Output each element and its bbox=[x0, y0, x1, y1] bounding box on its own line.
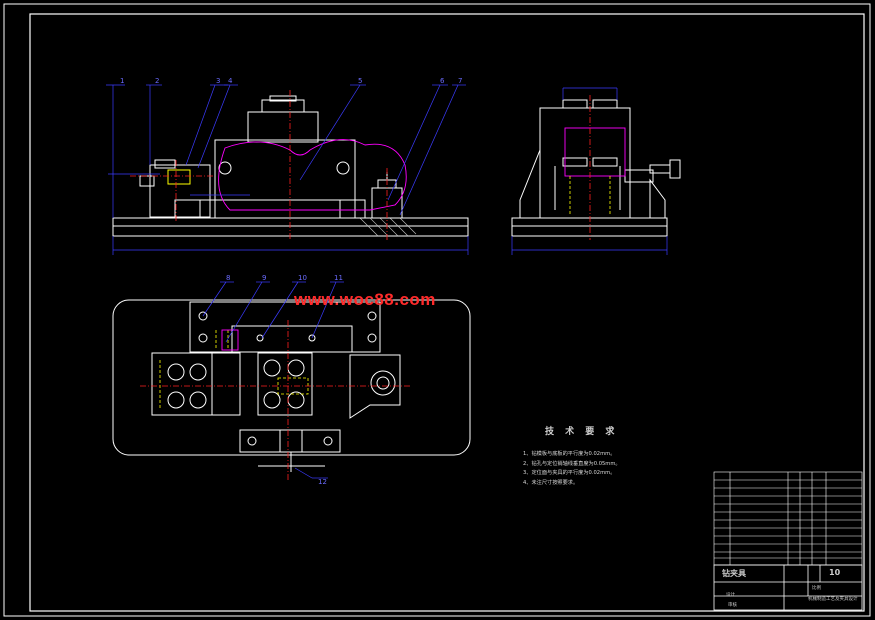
side-section bbox=[564, 127, 626, 177]
svg-text:8: 8 bbox=[226, 274, 230, 282]
front-balloons: 1 2 3 4 5 6 7 bbox=[120, 77, 462, 85]
designer-label: 设计 bbox=[726, 593, 735, 598]
scale-label: 比例 bbox=[812, 586, 821, 591]
svg-text:12: 12 bbox=[318, 478, 327, 486]
tech-requirement-item: 1、钻模板与底板的平行度为0.02mm。 bbox=[523, 451, 616, 457]
svg-text:11: 11 bbox=[334, 274, 343, 282]
svg-text:10: 10 bbox=[298, 274, 307, 282]
tech-requirement-item: 2、钻孔与定位销轴线垂直度为0.05mm。 bbox=[523, 460, 621, 467]
front-view bbox=[112, 95, 469, 237]
top-balloons: 8 9 10 11 12 bbox=[226, 274, 343, 486]
school-name: 机械制造工艺及夹具设计 bbox=[808, 597, 858, 602]
svg-text:2: 2 bbox=[155, 77, 159, 85]
parts-list bbox=[713, 471, 863, 566]
svg-text:7: 7 bbox=[458, 77, 462, 85]
section-outline bbox=[218, 139, 407, 211]
tech-requirements-list: 1、钻模板与底板的平行度为0.02mm。 2、钻孔与定位销轴线垂直度为0.05m… bbox=[523, 450, 621, 488]
top-center-lines bbox=[140, 320, 410, 480]
top-section bbox=[221, 329, 239, 351]
drawing-number: 10 bbox=[829, 568, 841, 577]
tech-requirement-item: 3、定位面与夹具的平行度为0.02mm。 bbox=[523, 470, 616, 476]
inner-frame bbox=[29, 13, 865, 612]
outer-frame bbox=[3, 3, 871, 617]
title-block bbox=[713, 564, 863, 611]
svg-text:3: 3 bbox=[216, 77, 220, 85]
svg-text:5: 5 bbox=[358, 77, 362, 85]
svg-text:4: 4 bbox=[228, 77, 233, 85]
tech-requirement-item: 4、未注尺寸按照要求。 bbox=[523, 479, 579, 486]
drawing-name: 钻夹具 bbox=[722, 569, 746, 578]
svg-text:6: 6 bbox=[440, 77, 445, 85]
side-dimensions bbox=[511, 87, 668, 255]
front-dimensions bbox=[106, 84, 469, 255]
side-hidden bbox=[569, 176, 611, 216]
checker-label: 审核 bbox=[728, 603, 737, 608]
svg-text:9: 9 bbox=[262, 274, 266, 282]
tech-requirements-title: 技 术 要 求 bbox=[545, 427, 619, 437]
top-leaders bbox=[202, 281, 344, 479]
top-hidden bbox=[159, 330, 309, 410]
svg-text:1: 1 bbox=[120, 77, 124, 85]
side-view bbox=[511, 99, 681, 237]
watermark: www.woc88.com bbox=[294, 290, 436, 309]
